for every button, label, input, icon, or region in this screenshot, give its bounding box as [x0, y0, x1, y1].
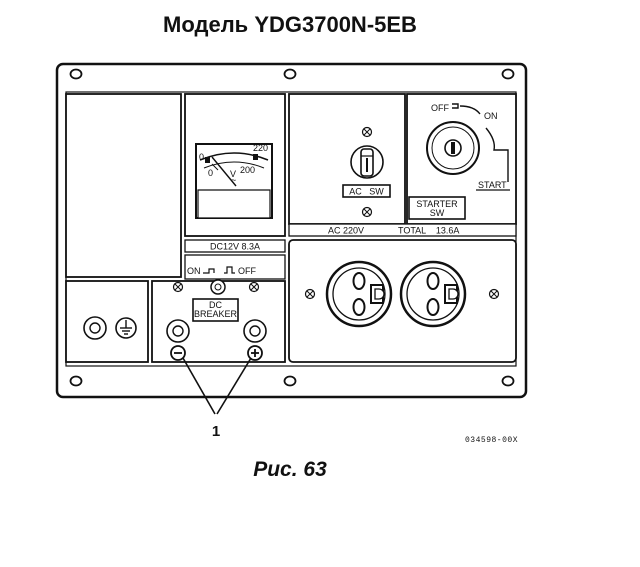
starter-on-label: ON	[484, 111, 498, 121]
screw	[304, 288, 316, 300]
dc-breaker[interactable]: ON OFF DC BREAKER	[187, 266, 256, 322]
dc-terminal-positive[interactable]	[243, 319, 267, 361]
dc-rating-plate	[184, 239, 286, 253]
page-title: Модель YDG3700N-5EB	[163, 12, 417, 37]
voltmeter-max-marker	[253, 154, 258, 160]
blank-compartment	[65, 93, 182, 278]
callout-leader	[182, 357, 252, 415]
mounting-hole	[501, 68, 515, 80]
dc-breaker-reset-button	[210, 279, 226, 295]
mounting-hole	[501, 375, 515, 387]
screw	[488, 288, 500, 300]
ground-symbol-icon	[115, 317, 137, 339]
starter-label-plate	[408, 196, 466, 220]
callout-number: 1	[212, 423, 220, 440]
ground-terminal[interactable]	[83, 316, 107, 340]
mounting-hole	[283, 375, 297, 387]
mounting-hole	[283, 68, 297, 80]
starter-start-label: START	[478, 180, 507, 190]
voltmeter-tick-inner-0: 0	[208, 168, 213, 178]
dc-breaker-on-label: ON	[187, 266, 201, 276]
starter-label-line1: STARTER	[416, 199, 458, 209]
voltmeter-tick-220: 220	[253, 143, 268, 153]
screw	[361, 126, 373, 138]
dc-breaker-label-line2: BREAKER	[194, 309, 238, 319]
ac-switch-label-plate	[342, 184, 391, 198]
voltmeter-needle	[211, 156, 237, 187]
dc-breaker-label-line1: DC	[209, 300, 222, 310]
ground-compartment	[65, 280, 149, 363]
screw	[361, 206, 373, 218]
ac-rating-plate	[288, 223, 517, 237]
ac-switch[interactable]: AC SW	[342, 126, 391, 218]
starter-switch[interactable]: OFF ON START STARTER SW	[408, 103, 510, 220]
ac-total-current-text: TOTAL 13.6A	[398, 226, 459, 236]
dc-rating-text: DC12V 8.3A	[210, 242, 260, 252]
voltmeter-unit: V	[230, 169, 236, 179]
dc-breaker-label-plate	[192, 298, 239, 322]
voltmeter: 0 220 0 200 V ~	[195, 143, 273, 219]
starter-label-line2: SW	[430, 208, 445, 218]
voltmeter-tick-0: 0	[199, 152, 204, 162]
dc-breaker-off-label: OFF	[238, 266, 256, 276]
mounting-hole	[69, 375, 83, 387]
ac-switch-label: AC SW	[349, 187, 384, 197]
ac-outlet-left[interactable]	[325, 260, 393, 328]
ac-outlet-right[interactable]	[399, 260, 467, 328]
figure-caption: Рис. 63	[253, 458, 327, 481]
voltmeter-tick-inner-200: 200	[240, 165, 255, 175]
dc-breaker-label-area	[184, 254, 286, 280]
starter-start-indicator-line	[485, 127, 509, 182]
starter-off-label: OFF	[431, 103, 449, 113]
voltmeter-ac-symbol: ~	[231, 175, 236, 185]
ac-switch-compartment	[288, 93, 406, 225]
screw	[172, 281, 184, 293]
mounting-hole	[69, 68, 83, 80]
ac-voltage-rating-text: AC 220V	[328, 226, 364, 236]
figure-code: 034598-00X	[465, 436, 518, 445]
screw	[248, 281, 260, 293]
dc-terminal-negative[interactable]	[166, 319, 190, 361]
voltmeter-inner-scale	[203, 161, 265, 169]
voltmeter-zero-marker	[205, 157, 210, 163]
